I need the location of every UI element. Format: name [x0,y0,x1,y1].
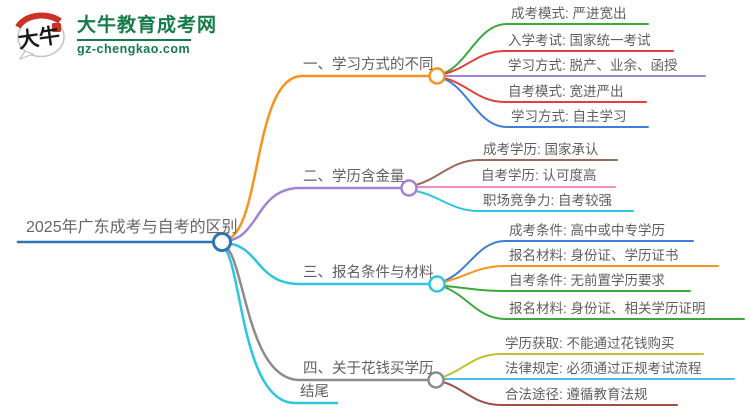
leaf-topic[interactable]: 成考学历: 国家承认 [483,142,599,157]
leaf-curve [442,353,704,378]
leaf-topic[interactable]: 入学考试: 国家统一考试 [508,33,651,48]
leaf-curve [443,240,694,282]
branch-curve [222,74,431,242]
leaf-topic[interactable]: 学习方式: 脱产、业余、函授 [508,58,678,73]
branch-topic-ending[interactable]: 结尾 [300,384,329,400]
leaf-topic[interactable]: 报名材料: 身份证、学历证书 [509,248,679,263]
branch-node[interactable] [427,371,445,389]
leaf-curve [443,23,649,74]
branch-topic-1[interactable]: 一、学习方式的不同 [303,57,434,73]
logo-bubble-icon: 大牛 [13,8,71,61]
leaf-topic[interactable]: 学习方式: 自主学习 [511,109,627,124]
root-topic[interactable]: 2025年广东成考与自考的区别 [26,219,238,236]
leaf-topic[interactable]: 学历获取: 不能通过花钱购买 [505,336,675,351]
leaf-curve [443,50,674,75]
leaf-topic[interactable]: 成考模式: 严进宽出 [511,6,627,21]
site-logo: 大牛 大牛教育成考网 gz-chengkao.com [13,8,218,61]
logo-divider [77,38,191,41]
branch-node[interactable] [428,275,446,293]
branch-curve [222,186,403,243]
leaf-topic[interactable]: 自考学历: 认可度高 [481,168,597,183]
leaf-curve [443,77,647,103]
leaf-curve [442,381,678,406]
leaf-topic[interactable]: 报名材料: 身份证、相关学历证明 [509,301,706,316]
logo-title: 大牛教育成考网 [77,15,218,36]
leaf-curve [415,159,618,186]
leaf-topic[interactable]: 成考条件: 高中或中专学历 [509,223,666,238]
leaf-topic[interactable]: 职场竞争力: 自考较强 [483,193,613,208]
leaf-curve [443,265,719,283]
branch-node[interactable] [400,179,418,197]
leaf-curve [443,78,649,128]
root-node[interactable] [212,232,232,252]
branch-curve [221,243,430,382]
leaf-topic[interactable]: 自考条件: 无前置学历要求 [509,273,666,288]
branch-node[interactable] [428,67,446,85]
branch-topic-3[interactable]: 三、报名条件与材料 [303,265,434,281]
branch-topic-2[interactable]: 二、学历含金量 [303,169,405,185]
branch-curve [220,244,339,405]
branch-curve [222,241,431,286]
leaf-topic[interactable]: 合法途径: 遵循教育法规 [505,387,648,402]
leaf-topic[interactable]: 法律规定: 必须通过正规考试流程 [505,361,702,376]
leaf-curve [415,190,634,212]
leaf-curve [443,285,691,292]
logo-domain: gz-chengkao.com [77,41,191,56]
branch-topic-4[interactable]: 四、关于花钱买学历 [303,361,434,377]
leaf-topic[interactable]: 自考模式: 宽进严出 [508,84,624,99]
leaf-curve [443,286,745,320]
